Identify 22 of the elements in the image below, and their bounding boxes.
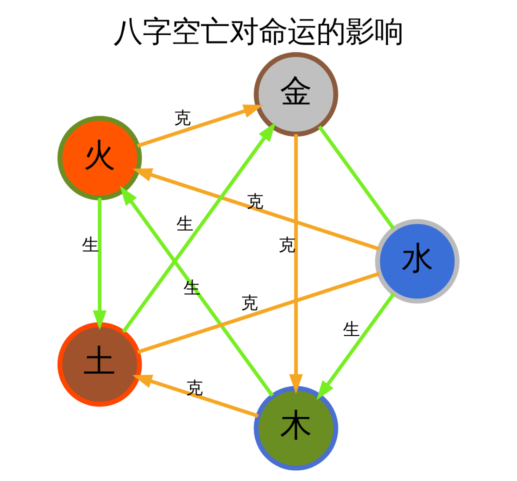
arrow — [289, 134, 303, 394]
edge-label: 克 — [246, 192, 264, 212]
node-circle: 土 — [57, 322, 142, 407]
connector — [318, 125, 396, 230]
node-circle: 火 — [57, 116, 142, 200]
arrow — [120, 186, 274, 397]
node-circle: 水 — [375, 219, 460, 304]
arrow — [92, 198, 107, 330]
edge-label: 生 — [342, 320, 360, 340]
arrow — [316, 292, 396, 400]
edge-label: 生 — [176, 214, 194, 235]
node-circle: 木 — [254, 386, 338, 471]
arrow — [122, 122, 276, 333]
arrow — [132, 168, 380, 251]
edge-label: 克 — [174, 108, 192, 129]
edge-label: 克 — [240, 293, 258, 314]
edge-label: 克 — [186, 378, 204, 399]
connector — [137, 272, 380, 354]
arrow — [132, 374, 259, 418]
arrow — [136, 104, 264, 148]
node-circle: 金 — [254, 52, 338, 137]
diagram-title: 八字空亡对命运的影响 — [114, 14, 404, 48]
